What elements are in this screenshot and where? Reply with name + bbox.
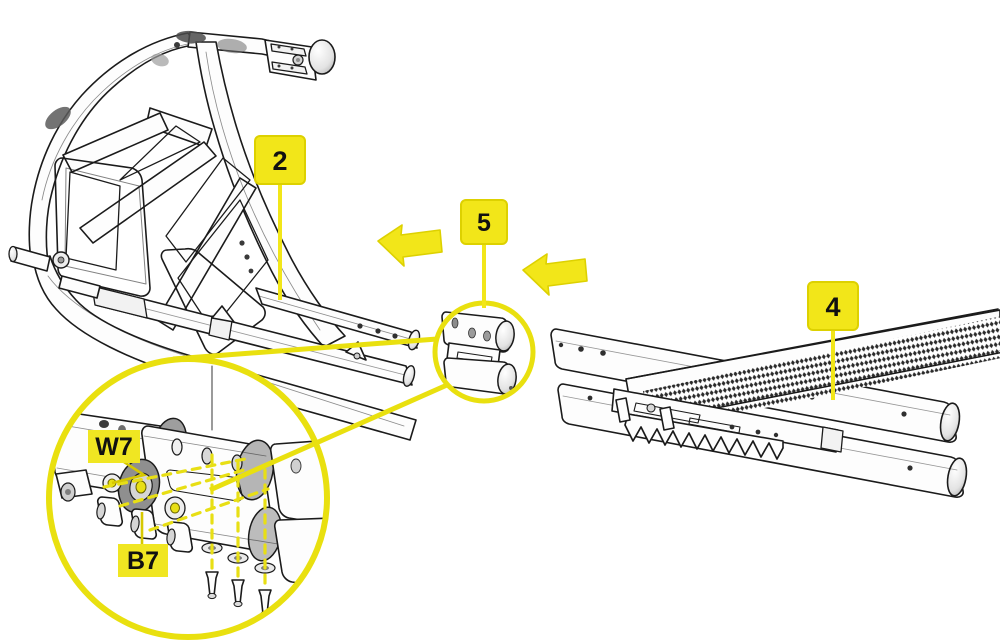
head-tube-assembly bbox=[264, 39, 336, 81]
callout-2[interactable]: 2 bbox=[254, 135, 306, 185]
assembly-arrow-right bbox=[522, 253, 588, 296]
callout-4-label: 4 bbox=[825, 292, 840, 322]
frame-pivot-lug bbox=[8, 245, 70, 272]
rail-front-channel bbox=[611, 388, 844, 453]
part-main-frame bbox=[8, 30, 421, 441]
callout-4[interactable]: 4 bbox=[807, 281, 859, 331]
callout-2-label: 2 bbox=[272, 146, 287, 176]
detail-connector-lines bbox=[172, 336, 449, 493]
assembly-arrow-left bbox=[377, 224, 443, 267]
callout-leaders bbox=[278, 182, 835, 400]
callout-leaders-thin bbox=[111, 460, 148, 544]
callout-b7[interactable]: B7 bbox=[118, 544, 168, 577]
detail-source-circle bbox=[432, 300, 536, 404]
detail-magnified-circle bbox=[46, 356, 330, 640]
part-rail-beam-assembly bbox=[550, 305, 1000, 498]
callout-b7-label: B7 bbox=[127, 547, 159, 575]
leader-w7 bbox=[111, 460, 148, 485]
part-coupler-joint bbox=[441, 311, 517, 395]
assembly-arrows bbox=[377, 224, 588, 296]
callout-5[interactable]: 5 bbox=[460, 199, 508, 245]
detail-dashed-assembly-lines bbox=[102, 453, 270, 592]
frame-arm-lower bbox=[91, 285, 416, 387]
callout-w7[interactable]: W7 bbox=[88, 430, 140, 463]
frame-arm-upper bbox=[255, 287, 421, 351]
callout-5-label: 5 bbox=[477, 209, 491, 237]
callout-w7-label: W7 bbox=[95, 433, 133, 461]
